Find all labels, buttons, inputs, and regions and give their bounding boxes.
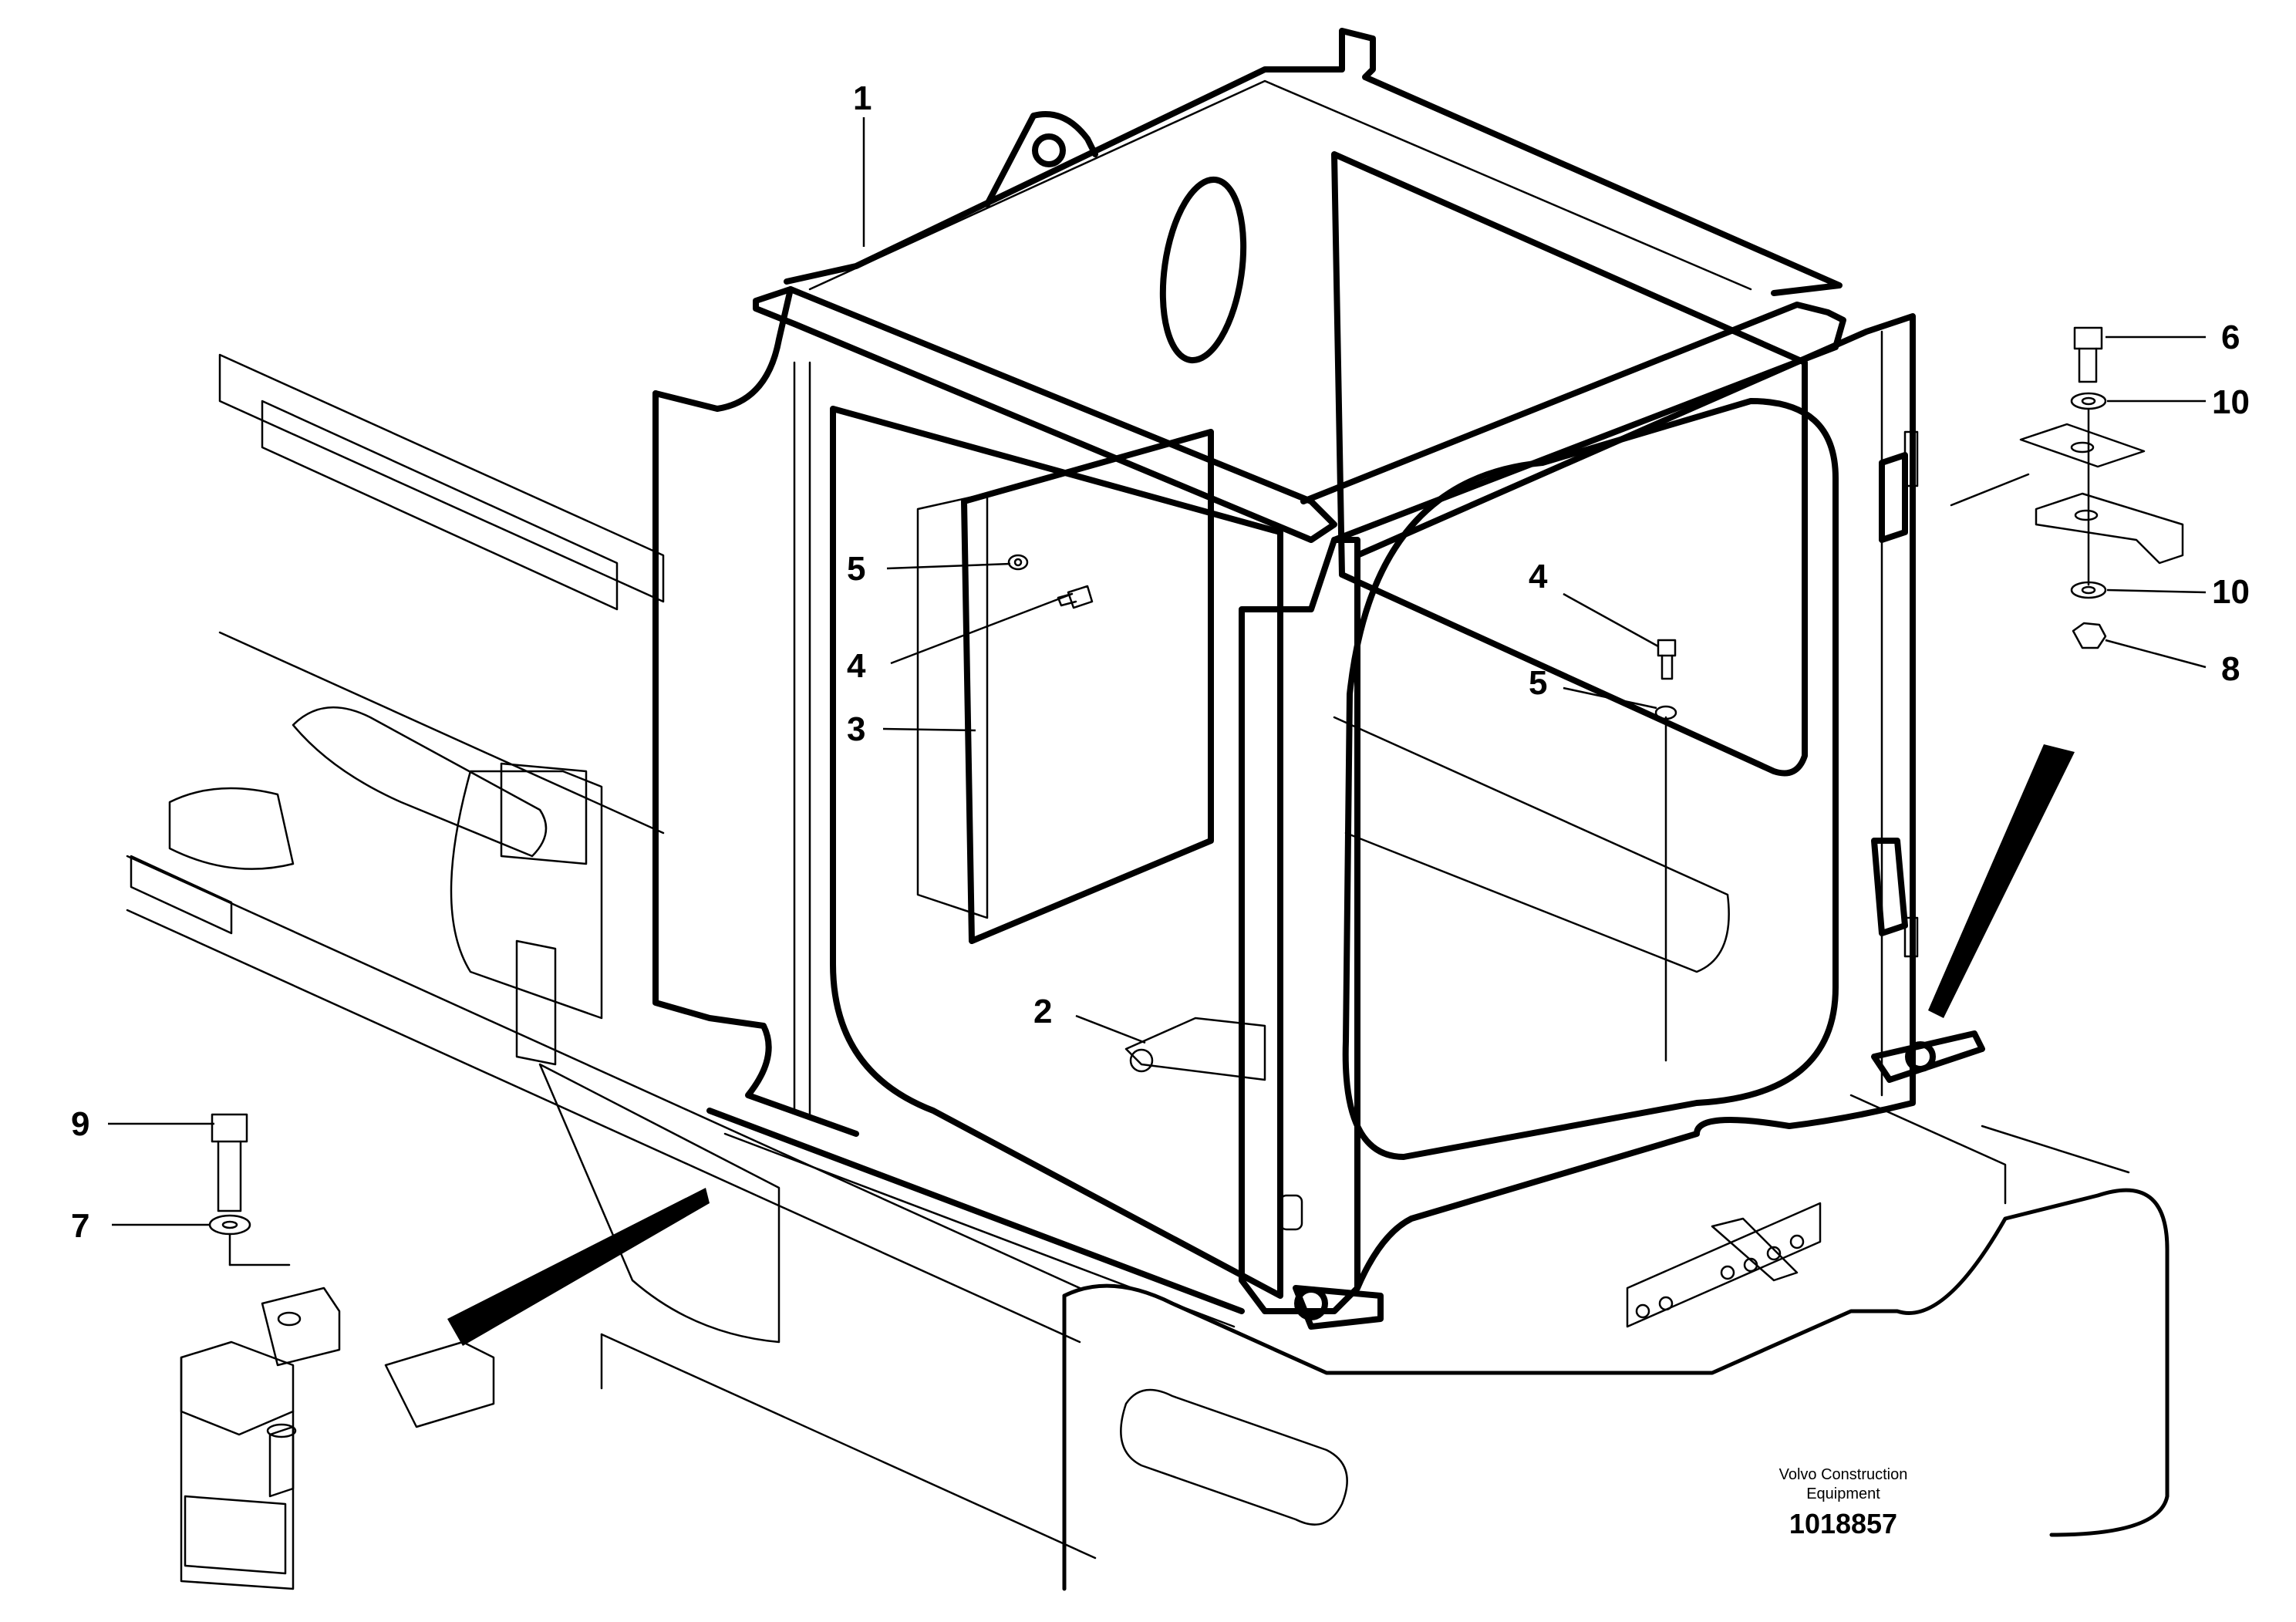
callout-10-top: 10 <box>2212 383 2250 421</box>
cab-frame <box>652 28 1985 1330</box>
callout-4-right: 4 <box>1529 558 1548 595</box>
callout-5-left: 5 <box>847 550 865 588</box>
direction-arrow-right <box>1928 744 2075 1018</box>
counterweight-body <box>1062 1094 2170 1591</box>
callout-7: 7 <box>71 1207 89 1245</box>
callouts: 1 2 3 4 5 4 5 6 10 10 8 9 7 <box>71 79 2250 1245</box>
callout-9: 9 <box>71 1105 89 1143</box>
callout-6: 6 <box>2221 319 2240 356</box>
callout-5-right: 5 <box>1529 664 1547 702</box>
callout-2: 2 <box>1033 993 1052 1030</box>
stamp-company-line1: Volvo Construction <box>1779 1466 1908 1483</box>
chassis-frame <box>126 353 1097 1560</box>
fasteners <box>180 326 2184 1590</box>
callout-8: 8 <box>2221 650 2240 688</box>
callout-4-left: 4 <box>847 647 866 685</box>
drawing-number: 1018857 <box>1789 1508 1897 1539</box>
manufacturer-stamp: Volvo Construction Equipment 1018857 <box>1779 1466 1908 1539</box>
stamp-company-line2: Equipment <box>1806 1485 1880 1502</box>
leader-lines <box>108 117 2207 1226</box>
direction-arrow-left <box>447 1188 710 1346</box>
callout-1: 1 <box>853 79 872 117</box>
callout-10-bottom: 10 <box>2212 573 2250 611</box>
callout-3: 3 <box>847 710 865 748</box>
